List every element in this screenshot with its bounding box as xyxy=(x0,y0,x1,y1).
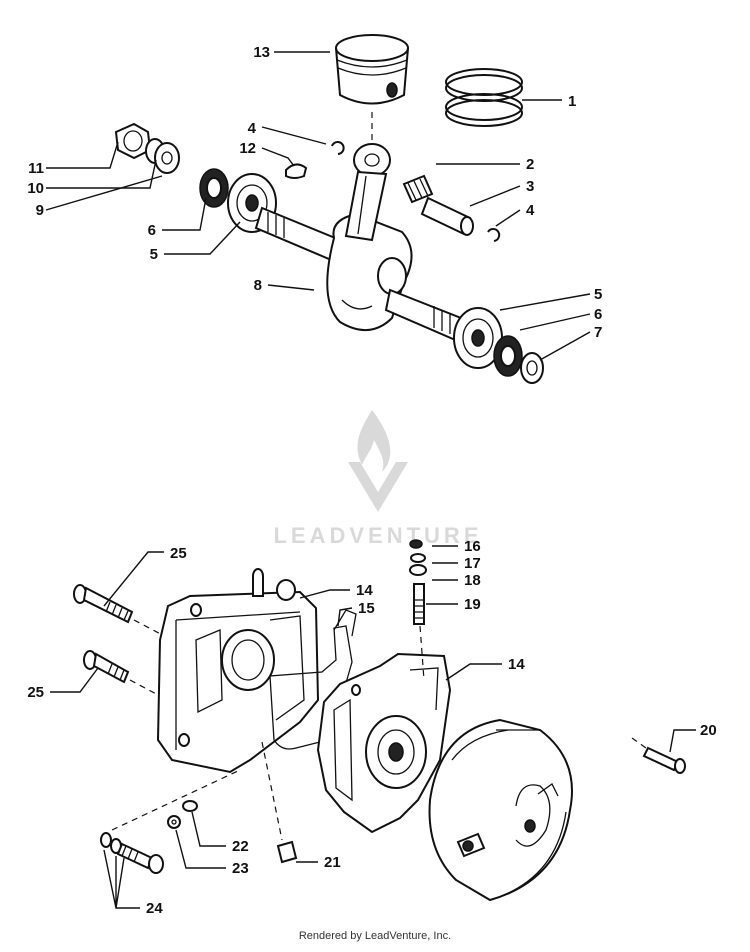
callout-1: 1 xyxy=(568,93,576,110)
callout-25-upper: 25 xyxy=(170,545,187,562)
leadventure-watermark-icon: LEADVENTURE xyxy=(273,410,482,548)
wrist-pin-clip-lower xyxy=(487,228,501,242)
crankcase-half-left xyxy=(156,568,320,774)
watermark-text: LEADVENTURE xyxy=(273,523,482,548)
connecting-rod xyxy=(344,143,391,242)
crankcase-half-right xyxy=(316,652,452,834)
crank-nut-set xyxy=(114,122,180,174)
callout-23: 23 xyxy=(232,860,249,877)
callout-14-right: 14 xyxy=(508,656,525,673)
callout-11: 11 xyxy=(28,160,44,177)
callout-17: 17 xyxy=(464,555,481,572)
upper-leader-lines xyxy=(45,51,591,361)
callout-24: 24 xyxy=(146,900,163,917)
screw-20 xyxy=(642,746,686,774)
small-hardware-washers xyxy=(167,800,198,829)
callout-13: 13 xyxy=(253,44,270,61)
needle-bearing xyxy=(402,174,434,204)
callout-7: 7 xyxy=(594,324,602,341)
callout-12: 12 xyxy=(239,140,256,157)
callout-14-left: 14 xyxy=(356,582,373,599)
dowel-pin xyxy=(276,840,298,864)
flywheel-housing xyxy=(428,718,573,902)
callout-5-left: 5 xyxy=(150,246,158,263)
footer-credit: Rendered by LeadVenture, Inc. xyxy=(298,930,452,942)
wrist-pin-clip-upper xyxy=(331,141,345,155)
piston-rings xyxy=(445,68,523,127)
callout-labels: 13 1 4 12 11 10 9 2 3 4 6 5 8 5 6 7 25 2… xyxy=(27,44,716,917)
callout-5-right: 5 xyxy=(594,286,602,303)
callout-20: 20 xyxy=(700,722,717,739)
callout-22: 22 xyxy=(232,838,249,855)
callout-3: 3 xyxy=(526,178,534,195)
callout-21: 21 xyxy=(324,854,341,871)
stud-hardware-stack xyxy=(409,539,427,625)
callout-6-left: 6 xyxy=(148,222,156,239)
bolt-24-with-washers xyxy=(100,832,164,874)
woodruff-key xyxy=(285,163,308,179)
callout-16: 16 xyxy=(464,538,481,555)
callout-18: 18 xyxy=(464,572,481,589)
crankcase-gasket xyxy=(269,609,357,750)
callout-9: 9 xyxy=(36,202,44,219)
crankshaft xyxy=(254,206,468,344)
callout-10: 10 xyxy=(27,180,44,197)
wrist-pin xyxy=(420,196,474,236)
crankcase-bolt-lower xyxy=(83,650,130,684)
piston xyxy=(335,34,409,105)
lower-leader-lines xyxy=(50,545,696,909)
crank-seal-and-bearing-right xyxy=(453,307,544,384)
callout-15: 15 xyxy=(358,600,375,617)
callout-4-lower: 4 xyxy=(526,202,535,219)
callout-25-lower: 25 xyxy=(27,684,44,701)
crankcase-bolt-upper xyxy=(73,584,134,624)
callout-8: 8 xyxy=(254,277,262,294)
callout-4-upper: 4 xyxy=(248,120,257,137)
exploded-view-drawing: LEADVENTURE xyxy=(27,34,717,917)
callout-6-right: 6 xyxy=(594,306,602,323)
callout-19: 19 xyxy=(464,596,481,613)
callout-2: 2 xyxy=(526,156,534,173)
